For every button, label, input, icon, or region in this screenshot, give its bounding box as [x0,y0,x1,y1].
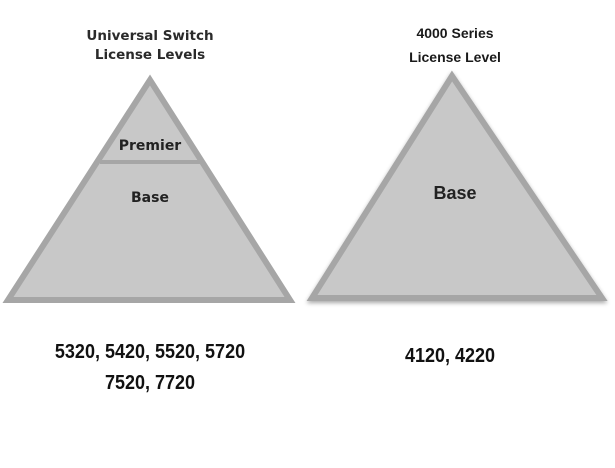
4000-series-pyramid [306,70,608,301]
4000-series-triangle [306,70,608,301]
4000-series-title: 4000 Series License Level [370,21,540,69]
universal-switch-title-line1: Universal Switch [86,28,214,44]
tier-label-base-left: Base [131,190,169,206]
universal-switch-triangle [2,74,296,303]
universal-switch-pyramid [2,74,296,303]
tier-label-base-right: Base [433,183,477,203]
4000-series-title-line1: 4000 Series [416,25,494,41]
4000-series-title-line2: License Level [409,49,501,65]
universal-switch-models-line1: 5320, 5420, 5520, 5720 [54,341,246,363]
4000-series-models-line1: 4120, 4220 [404,345,496,367]
universal-switch-models: 5320, 5420, 5520, 5720 7520, 7720 [15,337,285,399]
4000-series-models: 4120, 4220 [365,341,536,372]
tier-label-premier: Premier [118,138,182,154]
universal-switch-title: Universal Switch License Levels [50,27,250,65]
universal-switch-title-line2: License Levels [94,47,206,63]
universal-switch-models-line2: 7520, 7720 [104,372,196,394]
